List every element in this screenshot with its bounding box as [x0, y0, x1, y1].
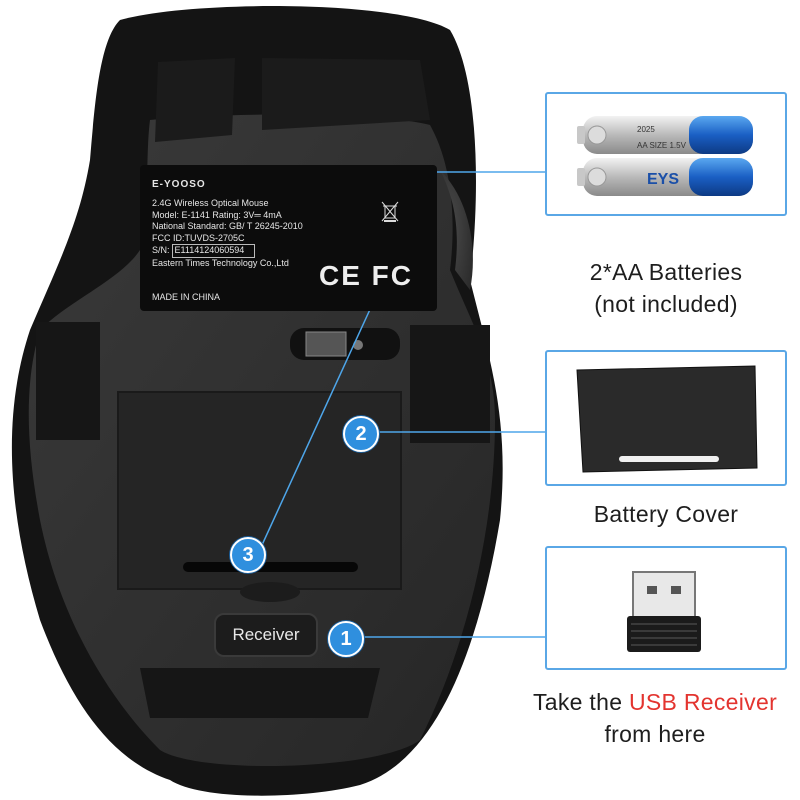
usb-receiver-icon [627, 571, 701, 652]
aa-batteries-icon: 2025 AA SIZE 1.5V EYS [577, 116, 753, 196]
marker-2: 2 [343, 416, 379, 452]
label-specs: 2.4G Wireless Optical Mouse Model: E-114… [152, 198, 303, 269]
label-sn-key: S/N: [152, 245, 170, 255]
usb-receiver-panel [545, 546, 787, 670]
usb-caption-line1: Take the USB Receiver [510, 686, 800, 718]
label-line: Model: E-1141 Rating: 3V═ 4mA [152, 209, 282, 220]
label-line: 2.4G Wireless Optical Mouse [152, 198, 269, 208]
battery-size-text: AA SIZE 1.5V [637, 141, 687, 150]
battery-cover-panel [545, 350, 787, 486]
left-glide-pad [36, 322, 100, 440]
battery-bottom [577, 158, 753, 196]
label-made-in: MADE IN CHINA [152, 292, 221, 302]
usb-caption-prefix: Take the [532, 689, 629, 715]
battery-cover-caption: Battery Cover [593, 501, 739, 527]
battery-top [577, 116, 753, 154]
label-line: National Standard: GB/ T 26245-2010 [152, 221, 303, 231]
batteries-caption: 2*AA Batteries (not included) [548, 256, 784, 320]
usb-caption-highlight: USB Receiver [629, 689, 778, 715]
battery-brand-text: EYS [647, 171, 679, 188]
label-line: FCC ID:TUVDS-2705C [152, 232, 245, 243]
bottom-glide-pad [140, 668, 380, 718]
weee-bin-icon [381, 201, 399, 222]
optical-sensor [240, 582, 300, 602]
batteries-caption-line2: (not included) [594, 291, 738, 317]
right-button-foot [262, 58, 430, 130]
thumb-rest [440, 170, 473, 290]
battery-cover-icon [576, 365, 758, 473]
label-sn-row: S/N:E1114124060594 [152, 244, 303, 258]
label-brand: E-YOOSO [152, 179, 206, 190]
left-button-foot [155, 58, 235, 142]
right-glide-pad [410, 325, 490, 443]
usb-caption: Take the USB Receiver from here [510, 686, 800, 750]
batteries-caption-line1: 2*AA Batteries [589, 259, 743, 285]
label-maker: Eastern Times Technology Co.,Ltd [152, 257, 289, 268]
marker-3: 3 [230, 537, 266, 573]
release-slot [183, 562, 358, 572]
product-label: E-YOOSO 2.4G Wireless Optical Mouse Mode… [140, 165, 437, 311]
label-sn-value: E1114124060594 [171, 244, 256, 258]
batteries-panel: 2025 AA SIZE 1.5V EYS [545, 92, 787, 216]
receiver-slot-label: Receiver [214, 613, 318, 657]
power-switch [305, 331, 347, 357]
cert-marks: CE FC [319, 260, 413, 291]
battery-year-text: 2025 [637, 125, 655, 134]
marker-1: 1 [328, 621, 364, 657]
usb-caption-line2: from here [604, 721, 706, 747]
